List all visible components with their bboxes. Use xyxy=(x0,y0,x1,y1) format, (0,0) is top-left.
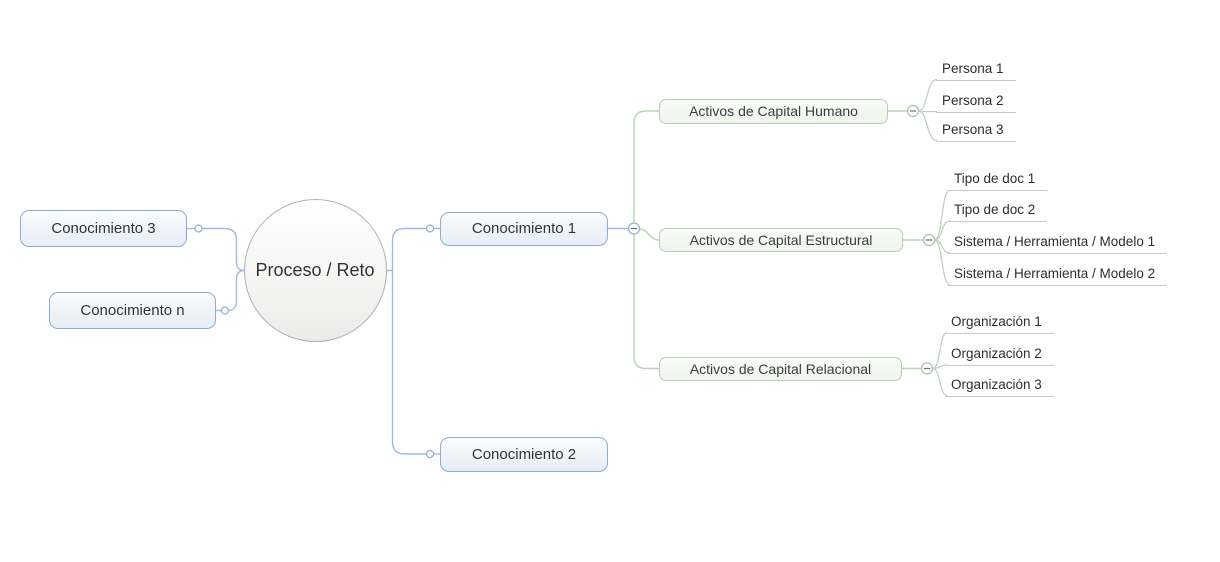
root-topic-label: Proceso / Reto xyxy=(255,259,375,280)
subtopic-capital-humano[interactable]: Activos de Capital Humano xyxy=(659,98,888,124)
subtopic-label: Activos de Capital Humano xyxy=(689,103,858,119)
connector-line xyxy=(934,239,951,286)
topic-conocimiento-2[interactable]: Conocimiento 2 xyxy=(440,436,608,472)
collapse-button-capital-humano[interactable] xyxy=(906,104,920,118)
leaf-tipo-de-doc-2[interactable]: Tipo de doc 2 xyxy=(948,200,1048,222)
circle-handle-icon[interactable] xyxy=(194,224,203,233)
leaf-organizacion-3[interactable]: Organización 3 xyxy=(945,375,1054,397)
connector-line xyxy=(228,269,245,312)
leaf-sistema-herramienta-modelo-2[interactable]: Sistema / Herramienta / Modelo 2 xyxy=(948,264,1168,286)
connector-line xyxy=(633,234,659,370)
connector-line xyxy=(918,78,938,112)
circle-handle-icon[interactable] xyxy=(220,306,230,315)
leaf-persona-1[interactable]: Persona 1 xyxy=(936,59,1016,81)
leaf-persona-2[interactable]: Persona 2 xyxy=(936,91,1016,113)
connector-line xyxy=(932,367,948,397)
circle-handle-icon[interactable] xyxy=(425,449,435,459)
subtopic-label: Activos de Capital Estructural xyxy=(689,232,873,248)
connector-line xyxy=(934,189,951,241)
connector-line xyxy=(391,227,427,271)
topic-label: Conocimiento n xyxy=(80,302,185,319)
leaf-tipo-de-doc-1[interactable]: Tipo de doc 1 xyxy=(948,169,1048,191)
collapse-button-conocimiento-1[interactable] xyxy=(627,222,641,235)
collapse-button-capital-relacional[interactable] xyxy=(920,362,934,375)
root-topic[interactable]: Proceso / Reto xyxy=(243,198,387,342)
topic-label: Conocimiento 2 xyxy=(471,445,577,463)
leaf-persona-3[interactable]: Persona 3 xyxy=(936,120,1016,142)
connector-line xyxy=(633,110,659,223)
connector-line xyxy=(918,110,938,142)
leaf-sistema-herramienta-modelo-1[interactable]: Sistema / Herramienta / Modelo 1 xyxy=(948,232,1168,254)
leaf-organizacion-2[interactable]: Organización 2 xyxy=(945,344,1054,366)
subtopic-capital-relacional[interactable]: Activos de Capital Relacional xyxy=(659,356,902,381)
connector-line xyxy=(391,270,427,455)
topic-conocimiento-n[interactable]: Conocimiento n xyxy=(49,292,216,329)
circle-handle-icon[interactable] xyxy=(425,224,435,233)
topic-conocimiento-3[interactable]: Conocimiento 3 xyxy=(20,210,187,247)
topic-conocimiento-1[interactable]: Conocimiento 1 xyxy=(440,211,608,246)
connector-line xyxy=(639,228,660,241)
topic-label: Conocimiento 1 xyxy=(471,220,577,237)
subtopic-capital-estructural[interactable]: Activos de Capital Estructural xyxy=(659,228,903,252)
topic-label: Conocimiento 3 xyxy=(51,220,156,237)
collapse-button-capital-estructural[interactable] xyxy=(922,233,936,247)
subtopic-label: Activos de Capital Relacional xyxy=(689,360,872,377)
leaf-organizacion-1[interactable]: Organización 1 xyxy=(945,312,1054,334)
connector-line xyxy=(932,331,948,370)
connector-line xyxy=(202,227,245,272)
